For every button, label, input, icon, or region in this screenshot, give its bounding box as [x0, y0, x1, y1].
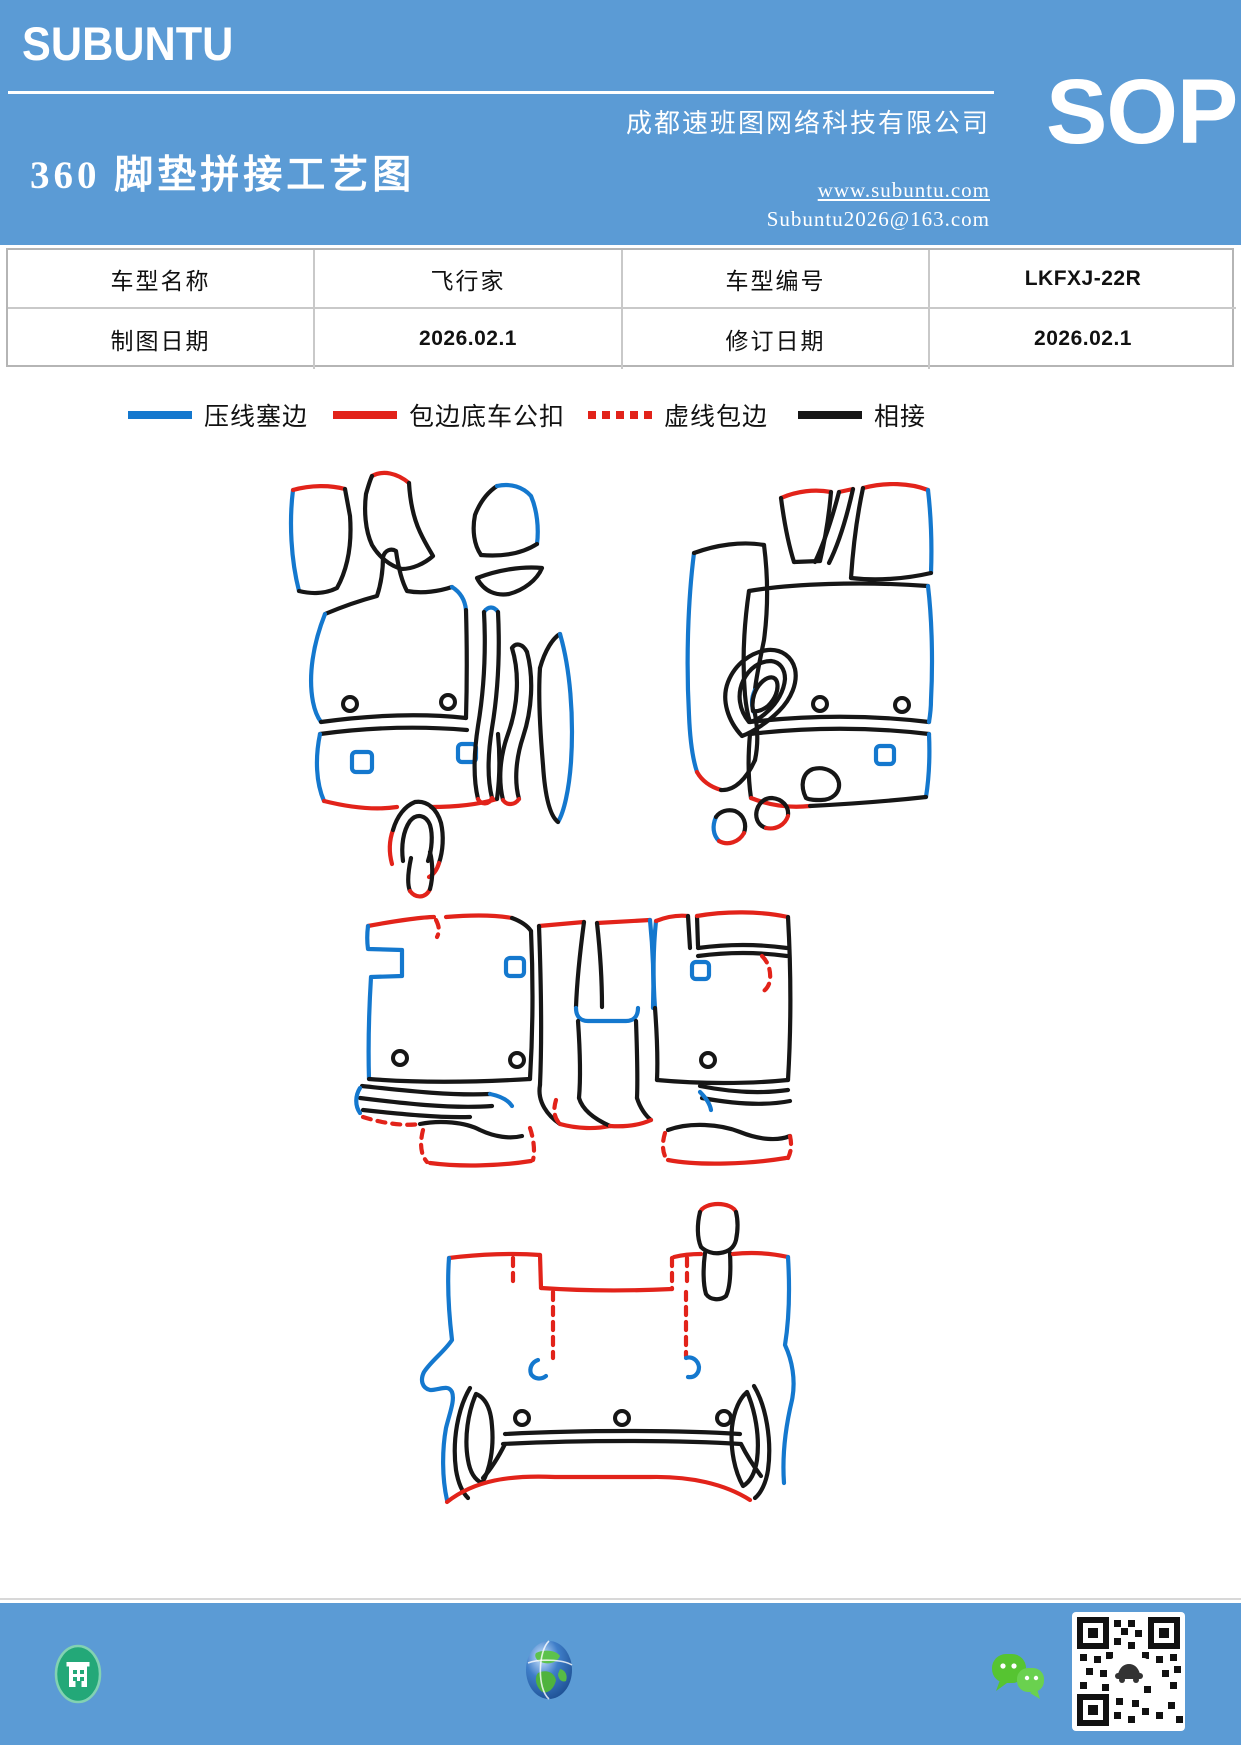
- header-company-name: 成都速班图网络科技有限公司: [625, 109, 990, 138]
- brand-logo: SUBUNTU: [22, 17, 234, 70]
- legend-item-press-edge: 压线塞边: [128, 398, 308, 432]
- qr-center-car-glyph: [1115, 1664, 1143, 1683]
- red-dotted-swatch-icon: [588, 411, 652, 419]
- blue-line-swatch-icon: [128, 411, 192, 419]
- rear-mats-drawing: [354, 910, 794, 1168]
- header-band: SUBUNTU 360 脚垫拼接工艺图 成都速班图网络科技有限公司 www.su…: [0, 0, 1241, 245]
- sop-label: SOP: [1046, 61, 1238, 163]
- floor-mat-pattern-diagram: [288, 470, 935, 1505]
- legend-item-dashed-binding: 虚线包边: [588, 398, 768, 432]
- model-code-value: LKFXJ-22R: [930, 250, 1236, 309]
- front-mats-left-drawing: [288, 470, 575, 899]
- legend-item-joint: 相接: [798, 398, 926, 432]
- red-line-swatch-icon: [333, 411, 397, 419]
- model-name-label: 车型名称: [8, 250, 315, 309]
- qr-code-icon: [1072, 1612, 1185, 1731]
- company-building-icon: [54, 1644, 102, 1704]
- footer-divider: [0, 1598, 1241, 1600]
- draw-date-label: 制图日期: [8, 309, 315, 369]
- footer-band: 成都速班图网络科技有限公司 www.subuntu.com: [0, 1603, 1241, 1745]
- revision-date-label: 修订日期: [623, 309, 930, 369]
- black-line-swatch-icon: [798, 411, 862, 419]
- trunk-mat-drawing: [419, 1201, 796, 1505]
- front-mats-right-drawing: [685, 481, 935, 846]
- legend: 压线塞边 包边底车公扣 虚线包边 相接: [0, 398, 1241, 432]
- model-name-value: 飞行家: [315, 250, 623, 309]
- draw-date-value: 2026.02.1: [315, 309, 623, 369]
- wechat-icon: [992, 1654, 1044, 1699]
- legend-item-binding-buckle: 包边底车公扣: [333, 398, 565, 432]
- vehicle-info-table: 车型名称 飞行家 车型编号 LKFXJ-22R 制图日期 2026.02.1 修…: [6, 248, 1236, 369]
- globe-icon: [526, 1640, 573, 1700]
- page-title: 360 脚垫拼接工艺图: [30, 154, 416, 197]
- header-divider: [8, 91, 994, 94]
- header-email[interactable]: Subuntu2026@163.com: [766, 207, 990, 231]
- model-code-label: 车型编号: [623, 250, 930, 309]
- header-website-link[interactable]: www.subuntu.com: [817, 178, 990, 202]
- revision-date-value: 2026.02.1: [1034, 327, 1132, 350]
